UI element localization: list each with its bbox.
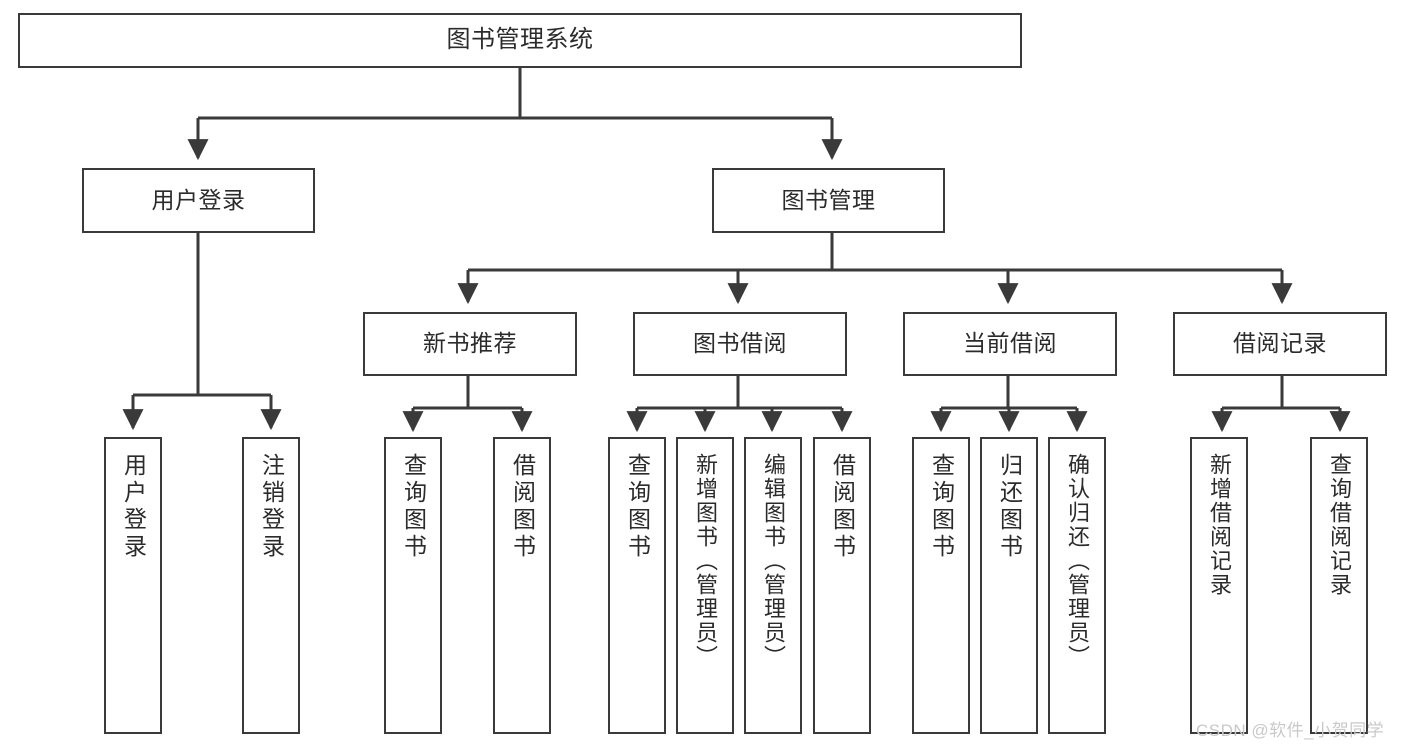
node-book-management[interactable]: 图书管理: [712, 168, 945, 233]
node-label: 新书推荐: [423, 330, 517, 357]
node-current-borrow[interactable]: 当前借阅: [903, 312, 1117, 376]
node-label: 当前借阅: [963, 330, 1057, 357]
node-label: 确认归还（管理员）: [1065, 453, 1090, 669]
node-book-borrow[interactable]: 图书借阅: [633, 312, 847, 376]
node-user-login[interactable]: 用户登录: [82, 168, 315, 233]
leaf-borrow-record-query-record[interactable]: 查询借阅记录: [1310, 437, 1368, 734]
leaf-book-borrow-edit-book-admin[interactable]: 编辑图书（管理员）: [744, 437, 802, 734]
leaf-new-book-query-book[interactable]: 查询图书: [384, 437, 442, 734]
leaf-book-borrow-borrow-book[interactable]: 借阅图书: [813, 437, 871, 734]
node-label: 查询图书: [928, 453, 955, 561]
leaf-current-borrow-confirm-return-admin[interactable]: 确认归还（管理员）: [1048, 437, 1106, 734]
node-borrow-record[interactable]: 借阅记录: [1173, 312, 1387, 376]
node-label: 查询图书: [624, 453, 651, 561]
node-label: 图书管理: [781, 186, 876, 213]
leaf-book-borrow-add-book-admin[interactable]: 新增图书（管理员）: [676, 437, 734, 734]
node-label: 查询借阅记录: [1327, 453, 1352, 597]
leaf-current-borrow-return-book[interactable]: 归还图书: [980, 437, 1038, 734]
node-label: 借阅记录: [1233, 330, 1327, 357]
node-label: 用户登录: [120, 453, 147, 561]
leaf-new-book-borrow-book[interactable]: 借阅图书: [493, 437, 551, 734]
node-label: 用户登录: [151, 186, 246, 213]
node-label: 编辑图书（管理员）: [761, 453, 786, 669]
node-label: 注销登录: [258, 453, 285, 561]
leaf-book-borrow-query-book[interactable]: 查询图书: [608, 437, 666, 734]
node-label: 归还图书: [996, 453, 1023, 561]
node-label: 新增图书（管理员）: [693, 453, 718, 669]
node-label: 新增借阅记录: [1207, 453, 1232, 597]
node-label: 图书借阅: [693, 330, 787, 357]
leaf-current-borrow-query-book[interactable]: 查询图书: [912, 437, 970, 734]
node-new-book-recommend[interactable]: 新书推荐: [363, 312, 577, 376]
node-label: 图书管理系统: [446, 26, 594, 54]
node-label: 借阅图书: [829, 453, 856, 561]
leaf-borrow-record-add-record[interactable]: 新增借阅记录: [1190, 437, 1248, 734]
watermark-text: CSDN @软件_小贺同学: [1196, 721, 1385, 740]
leaf-user-login-signin[interactable]: 用户登录: [104, 437, 162, 734]
node-root-system[interactable]: 图书管理系统: [18, 13, 1022, 68]
leaf-user-login-signout[interactable]: 注销登录: [242, 437, 300, 734]
node-label: 借阅图书: [509, 453, 536, 561]
node-label: 查询图书: [400, 453, 427, 561]
